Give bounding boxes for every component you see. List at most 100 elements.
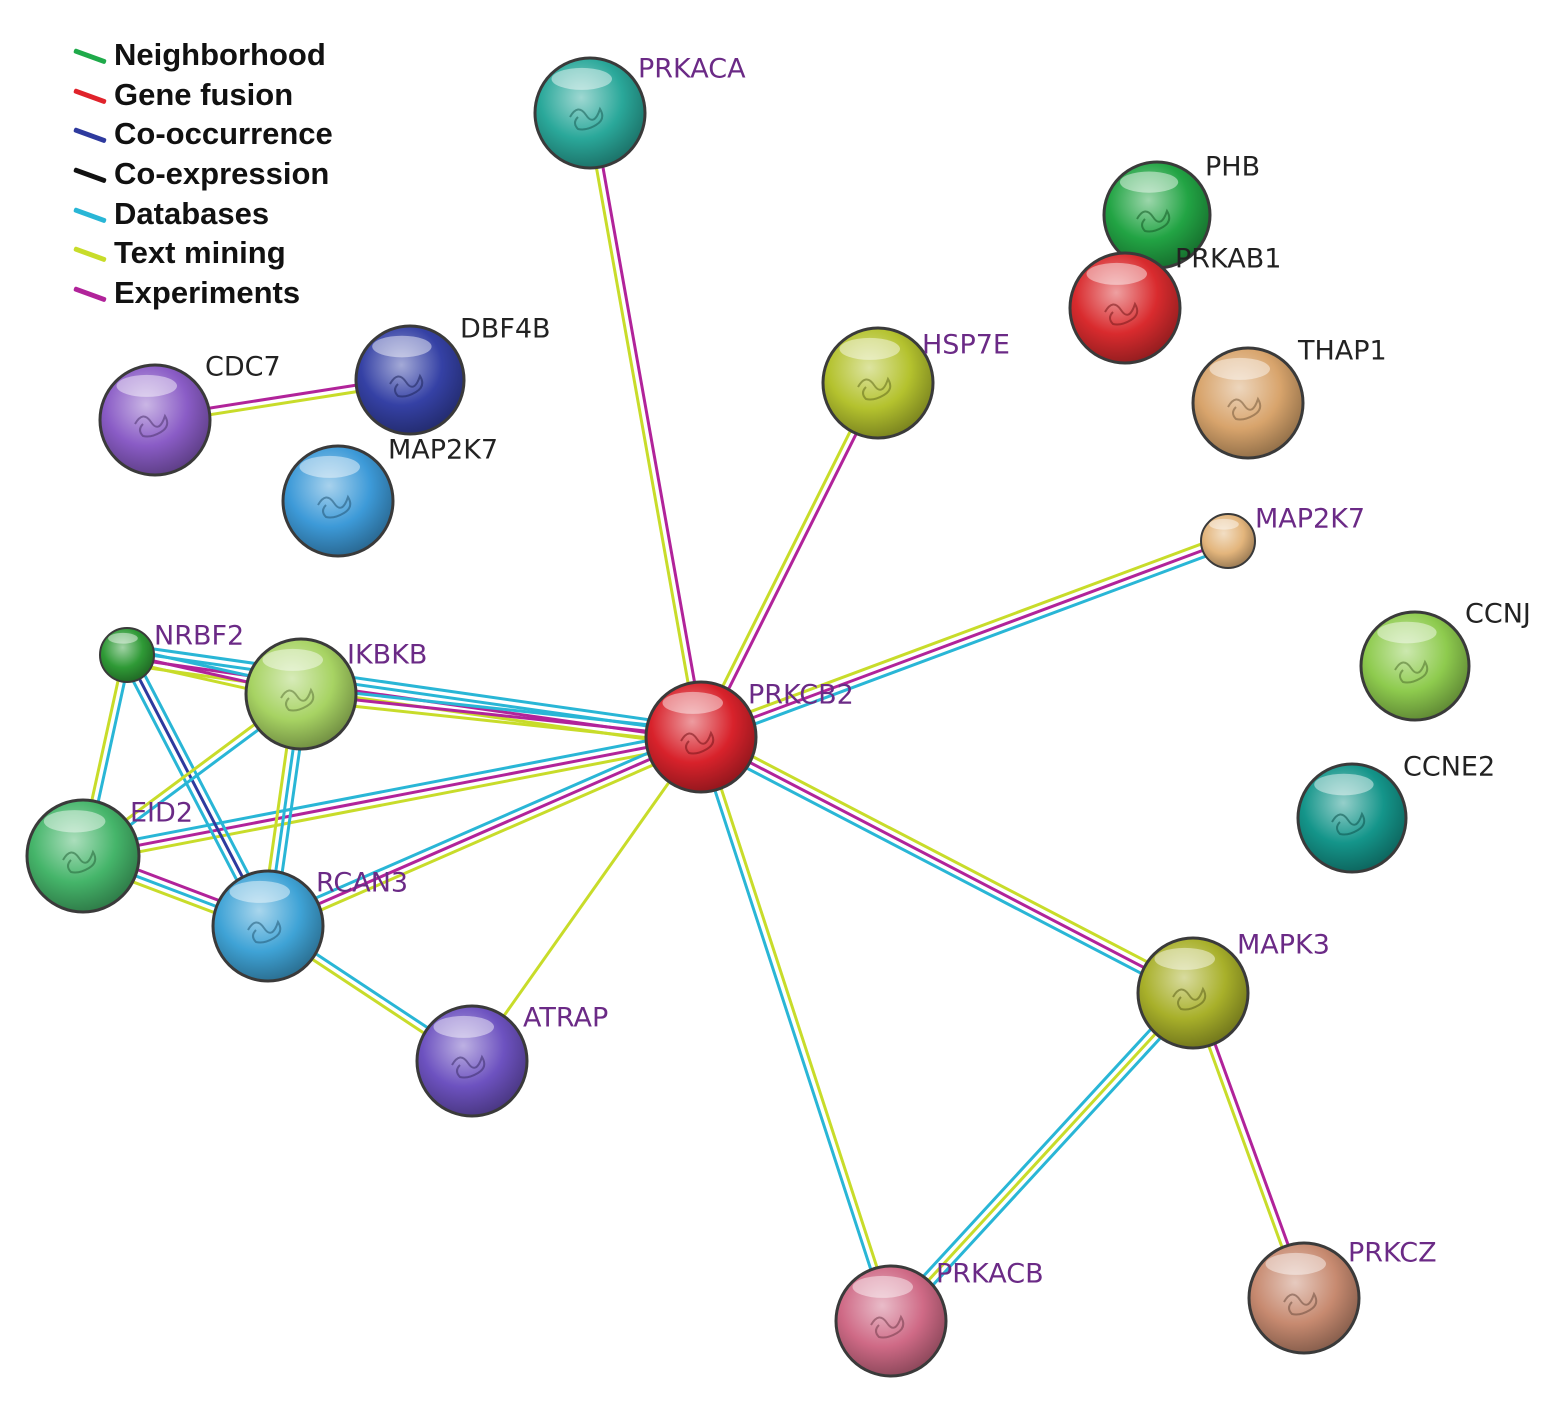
protein-structure-icon: [1227, 396, 1262, 421]
edge-line-text-mining: [470, 735, 703, 1063]
node-label: CCNE2: [1403, 752, 1495, 783]
node-rcan3[interactable]: RCAN3: [211, 868, 408, 983]
node-prkab1[interactable]: PRKAB1: [1068, 244, 1281, 365]
protein-sphere-icon[interactable]: [834, 1264, 948, 1378]
node-label: ATRAP: [523, 1003, 608, 1034]
node-cdc7[interactable]: CDC7: [98, 352, 281, 477]
sphere-highlight: [852, 1275, 913, 1298]
protein-sphere-icon[interactable]: [1068, 251, 1182, 365]
edge-line-text-mining: [697, 533, 1228, 733]
node-label: PRKCB2: [748, 680, 854, 711]
node-label: MAP2K7: [388, 435, 498, 466]
sphere-highlight: [1209, 357, 1270, 380]
node-label: CDC7: [205, 352, 281, 383]
protein-structure-icon: [1394, 659, 1429, 684]
protein-structure-icon: [280, 687, 315, 712]
edge-line-text-mining: [702, 734, 896, 1322]
sphere-highlight: [839, 337, 900, 360]
protein-structure-icon: [1104, 301, 1139, 326]
node-label: THAP1: [1297, 336, 1387, 367]
node-prkcz[interactable]: PRKCZ: [1247, 1238, 1437, 1355]
node-ccnj[interactable]: CCNJ: [1359, 599, 1531, 722]
node-label: IKBKB: [347, 640, 427, 671]
node-eid2[interactable]: EID2: [25, 798, 193, 914]
protein-sphere-icon[interactable]: [211, 869, 325, 983]
sphere-highlight: [1154, 947, 1215, 970]
node-prkcb2[interactable]: PRKCB2: [644, 680, 854, 794]
protein-sphere-icon[interactable]: [281, 444, 395, 558]
node-dbf4b[interactable]: DBF4B: [354, 314, 551, 436]
edge-line-text-mining: [585, 112, 700, 740]
node-label: MAP2K7: [1255, 504, 1365, 535]
edge-line-experiments: [699, 539, 1230, 739]
edges-layer: [78, 110, 1309, 1327]
legend-label: Co-expression: [114, 156, 330, 192]
node-atrap[interactable]: ATRAP: [415, 1003, 608, 1118]
edge-line-text-mining: [696, 380, 877, 738]
protein-sphere-icon[interactable]: [244, 637, 358, 751]
node-map2k7-b[interactable]: MAP2K7: [1200, 504, 1365, 569]
sphere-highlight: [299, 455, 360, 478]
edge-line-text-mining: [82, 741, 704, 864]
protein-sphere-icon[interactable]: [1247, 1241, 1361, 1355]
node-nrbf2[interactable]: NRBF2: [99, 621, 244, 683]
node-label: DBF4B: [460, 314, 551, 345]
protein-structure-icon: [870, 1314, 905, 1339]
protein-sphere-icon[interactable]: [1136, 936, 1250, 1050]
protein-sphere-icon[interactable]: [533, 56, 647, 170]
protein-sphere-icon[interactable]: [1200, 513, 1256, 569]
node-prkacb[interactable]: PRKACB: [834, 1259, 1044, 1378]
node-thap1[interactable]: THAP1: [1191, 336, 1387, 460]
protein-structure-icon: [389, 373, 424, 398]
node-label: PRKCZ: [1348, 1238, 1437, 1269]
protein-structure-icon: [62, 849, 97, 874]
node-ikbkb[interactable]: IKBKB: [244, 637, 427, 751]
sphere-highlight: [551, 67, 612, 90]
protein-sphere-icon[interactable]: [99, 627, 155, 683]
node-map2k7-a[interactable]: MAP2K7: [281, 435, 498, 558]
protein-sphere-icon[interactable]: [1296, 762, 1408, 874]
node-mapk3[interactable]: MAPK3: [1136, 930, 1330, 1050]
protein-sphere-icon[interactable]: [644, 680, 758, 794]
protein-structure-icon: [1331, 811, 1366, 836]
edge-line-experiments: [266, 735, 703, 928]
protein-structure-icon: [569, 106, 604, 131]
protein-sphere-icon[interactable]: [1359, 610, 1471, 722]
edge-map2k7-b-prkcb2: [697, 533, 1232, 745]
node-ccne2[interactable]: CCNE2: [1296, 752, 1495, 874]
legend-label: Text mining: [114, 235, 286, 271]
legend-label: Experiments: [114, 275, 301, 311]
edge-mapk3-prkcb2: [696, 729, 1198, 1001]
protein-structure-icon: [680, 730, 715, 755]
protein-sphere-icon[interactable]: [25, 798, 141, 914]
sphere-highlight: [1209, 518, 1239, 530]
sphere-highlight: [116, 374, 177, 397]
protein-sphere-icon[interactable]: [1191, 346, 1305, 460]
node-prkaca[interactable]: PRKACA: [533, 54, 746, 170]
sphere-highlight: [433, 1015, 494, 1038]
protein-structure-icon: [317, 494, 352, 519]
protein-structure-icon: [1136, 208, 1171, 233]
node-label: PHB: [1205, 152, 1260, 183]
node-label: PRKACB: [936, 1259, 1044, 1290]
protein-sphere-icon[interactable]: [98, 363, 212, 477]
protein-sphere-icon[interactable]: [354, 324, 466, 436]
node-label: CCNJ: [1465, 599, 1531, 630]
edge-line-experiments: [299, 692, 703, 739]
node-label: PRKACA: [638, 54, 746, 85]
edge-rcan3-prkcb2: [263, 729, 706, 934]
protein-sphere-icon[interactable]: [415, 1004, 529, 1118]
edge-line-databases: [300, 686, 704, 733]
legend-label: Neighborhood: [114, 37, 326, 72]
edge-line-databases: [696, 741, 1192, 1001]
node-label: EID2: [130, 798, 193, 829]
edge-eid2-prkcb2: [80, 729, 704, 864]
protein-sphere-icon[interactable]: [821, 326, 935, 440]
edge-line-databases: [884, 987, 1190, 1319]
node-hsp7e[interactable]: HSP7E: [821, 326, 1010, 440]
edge-mapk3-prkacb: [884, 987, 1200, 1327]
legend-label: Co-occurrence: [114, 116, 333, 152]
protein-structure-icon: [1172, 986, 1207, 1011]
